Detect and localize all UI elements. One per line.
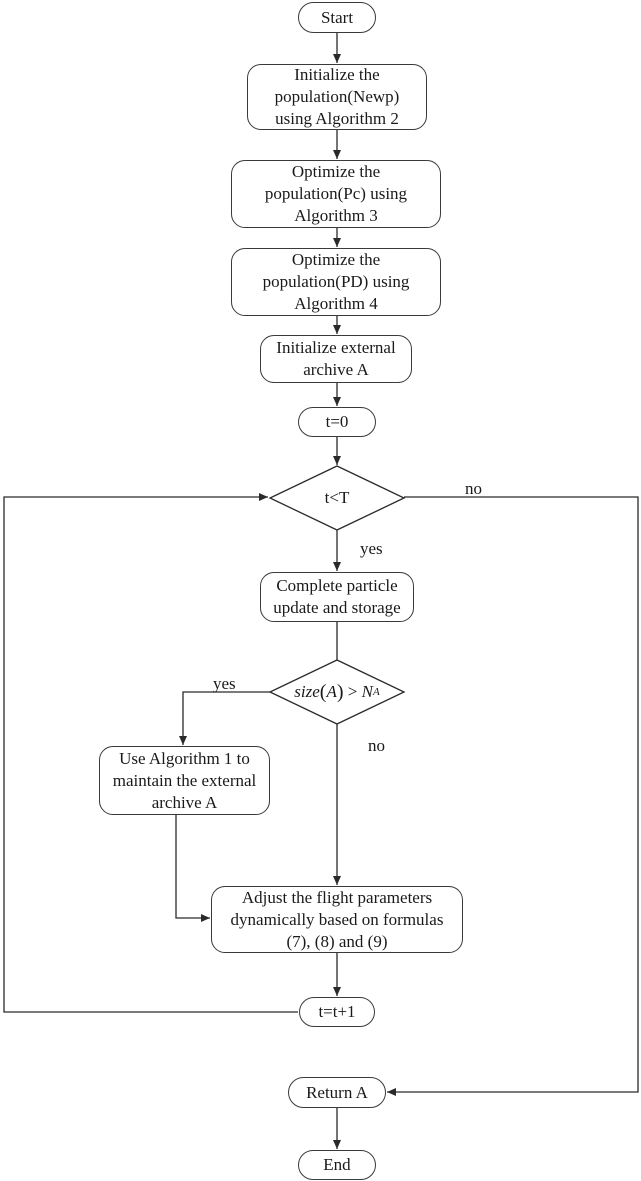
- size-arg: A: [326, 682, 337, 701]
- adjust-parameters-node: Adjust the flight parameters dynamically…: [211, 886, 463, 953]
- size-condition-diamond: [268, 659, 406, 725]
- loop-condition-diamond: [268, 465, 406, 531]
- end-node: End: [298, 1150, 376, 1180]
- size-yes-label: yes: [213, 674, 236, 693]
- loop-no-label: no: [465, 479, 482, 498]
- size-no-label: no: [368, 736, 385, 755]
- initialize-archive-node: Initialize external archive A: [260, 335, 412, 383]
- edge-maintain-to-adjust: [175, 815, 210, 922]
- optimize-pd-node: Optimize the population(PD) using Algori…: [231, 248, 441, 316]
- maintain-archive-node: Use Algorithm 1 to maintain the external…: [99, 746, 270, 815]
- size-var: N: [361, 682, 373, 701]
- optimize-pc-node: Optimize the population(Pc) using Algori…: [231, 160, 441, 228]
- return-node: Return A: [288, 1077, 386, 1108]
- loop-yes-label: yes: [360, 539, 383, 558]
- edge-loop-back: [3, 493, 298, 1013]
- edge-cond-no: [387, 496, 639, 1096]
- size-op: >: [343, 682, 362, 701]
- size-sub: A: [372, 686, 380, 698]
- size-func: size: [294, 682, 320, 701]
- increment-node: t=t+1: [299, 997, 375, 1027]
- initialize-population-node: Initialize the population(Newp) using Al…: [247, 64, 427, 130]
- loop-condition-label: t<T: [324, 488, 350, 507]
- particle-update-node: Complete particle update and storage: [260, 572, 414, 622]
- t-zero-node: t=0: [298, 407, 376, 437]
- start-node: Start: [298, 2, 376, 33]
- edge-size-yes: [179, 691, 270, 745]
